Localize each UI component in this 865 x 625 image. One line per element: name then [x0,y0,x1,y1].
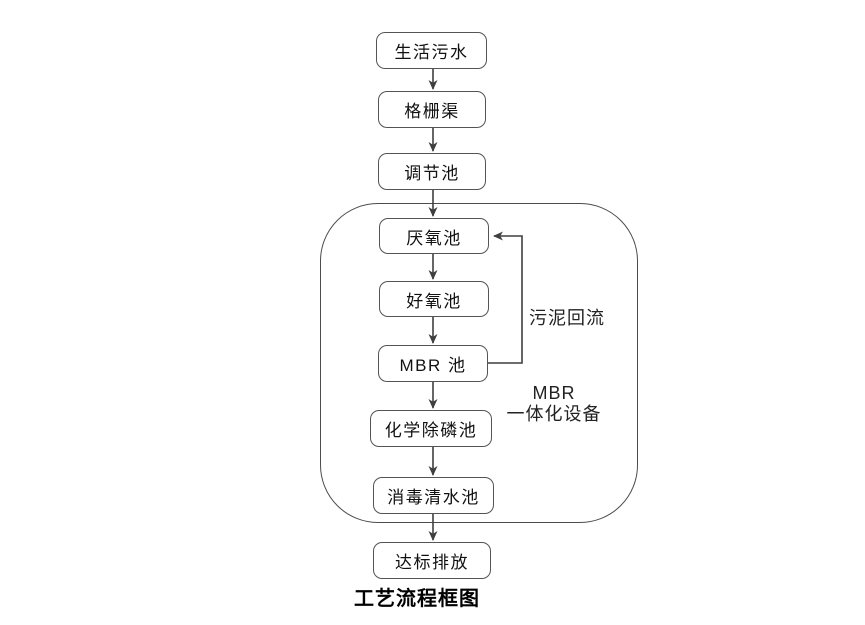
flow-node-regulating-tank: 调节池 [378,153,486,190]
sludge-return-label: 污泥回流 [529,308,605,328]
flow-node-aerobic-tank: 好氧池 [379,281,489,317]
flow-node-domestic-sewage: 生活污水 [376,32,487,69]
diagram-title: 工艺流程框图 [354,588,480,610]
flow-node-phosphorus-removal: 化学除磷池 [370,410,492,447]
mbr-equipment-label-line2: 一体化设备 [506,404,602,424]
flow-node-disinfection-tank: 消毒清水池 [373,477,494,514]
mbr-group-container [320,203,638,523]
mbr-equipment-label-line1: MBR [532,383,576,403]
flow-node-mbr-tank: MBR 池 [378,345,488,382]
mbr-equipment-label: MBR 一体化设备 [498,383,610,425]
flow-node-discharge: 达标排放 [373,542,491,579]
flow-node-grid-channel: 格栅渠 [378,91,486,128]
flow-node-anaerobic-tank: 厌氧池 [379,218,489,254]
